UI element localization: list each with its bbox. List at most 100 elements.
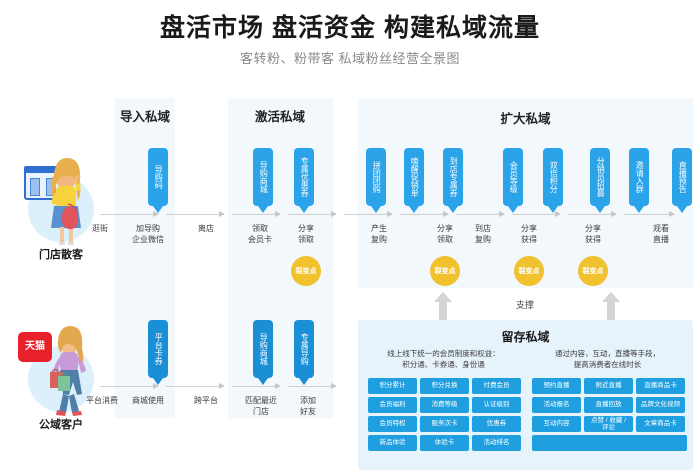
retain-right-chips: 预约直播 附近直播 直播商品卡 活动报名 直播回放 品牌文化视频 互动内容 点赞… [532, 378, 689, 451]
tag-top-2[interactable]: 专属优惠券 [294, 148, 314, 213]
burst-point-2: 裂变点 [514, 256, 544, 286]
step-top-7: 到店 复购 [475, 224, 491, 244]
page-subtitle: 客转粉、粉带客 私域粉丝经营全景图 [239, 51, 461, 66]
chip[interactable]: 附近直播 [584, 378, 633, 394]
chip[interactable]: 点赞 / 收藏 / 评论 [584, 416, 633, 432]
timeline-top-10 [624, 211, 675, 217]
step-top-0: 逛街 [92, 224, 108, 233]
tag-top-3[interactable]: 拼团团购 [366, 148, 386, 213]
page-title: 盘活市场 盘活资金 构建私域流量 [160, 14, 540, 42]
tag-label: 拼团团购 [372, 161, 382, 193]
retain-left-chips: 积分累计 积分兑换 付费会员 会员福利 消费等级 认证级别 会员特权 服务次卡 … [368, 378, 525, 451]
step-bottom-2: 跨平台 [194, 396, 218, 405]
retain-right-desc: 通过内容，互动，直播等手段， 提高消费者在线时长 [555, 349, 660, 370]
step-top-9: 分享 获得 [585, 224, 601, 244]
support-arrow-right [602, 292, 620, 320]
tag-label: 导购商城 [259, 161, 269, 193]
step-top-4: 分享 领取 [298, 224, 314, 244]
burst-point-1: 裂变点 [430, 256, 460, 286]
step-top-10: 观看 直播 [653, 224, 669, 244]
tag-label: 导购码 [154, 165, 164, 189]
step-bottom-4: 添加 好友 [300, 396, 316, 416]
tag-label: 双倍积分 [549, 161, 559, 193]
tag-top-5[interactable]: 到店专属券 [443, 148, 463, 213]
store-awning [24, 166, 60, 173]
chip[interactable]: 预约直播 [532, 378, 581, 394]
chip[interactable]: 直播商品卡 [636, 378, 685, 394]
woman-illustration-offline [51, 158, 81, 245]
persona-offline-label: 门店散客 [39, 249, 83, 261]
timeline-top-8 [512, 211, 561, 217]
chip[interactable]: 品牌文化视频 [636, 397, 685, 413]
burst-point-3: 裂变点 [578, 256, 608, 286]
tag-top-8[interactable]: 分销员招募 [590, 148, 610, 213]
timeline-top-4 [288, 211, 337, 217]
timeline-bottom-1 [100, 383, 159, 389]
chip[interactable]: 积分兑换 [420, 378, 469, 394]
tag-label: 唤醒促销单 [410, 157, 420, 197]
chip[interactable]: 付费会员 [472, 378, 521, 394]
step-top-6: 分享 领取 [437, 224, 453, 244]
burst-point-0: 裂变点 [291, 256, 321, 286]
tag-top-10[interactable]: 直播预告 [672, 148, 692, 213]
timeline-top-5 [344, 211, 393, 217]
chip[interactable]: 新品体验 [368, 435, 417, 451]
panel-title-activate: 激活私域 [254, 110, 305, 124]
tag-top-4[interactable]: 唤醒促销单 [404, 148, 424, 213]
chip[interactable]: 体验卡 [420, 435, 469, 451]
tag-top-6[interactable]: 会员等级 [503, 148, 523, 213]
tag-bottom-0[interactable]: 平台卡券 [148, 320, 168, 385]
chip[interactable]: 服务次卡 [420, 416, 469, 432]
chip[interactable]: 会员福利 [368, 397, 417, 413]
woman-illustration-online [50, 326, 86, 416]
chip[interactable]: 消费等级 [420, 397, 469, 413]
support-label: 支撑 [515, 300, 534, 310]
panel-retain: 留存私域 线上线下统一的会员制度和权益： 积分通、卡券通、身份通 通过内容，互动… [358, 320, 693, 470]
timeline-top-9 [568, 211, 617, 217]
tmall-icon: 天猫 [18, 332, 52, 362]
timeline-bottom-4 [288, 383, 337, 389]
panel-title-expand: 扩大私域 [500, 112, 551, 126]
persona-online: 天猫 公域客户 [6, 310, 116, 431]
tag-bottom-1[interactable]: 导购商城 [253, 320, 273, 385]
timeline-top-7 [456, 211, 505, 217]
timeline-top-2 [166, 211, 225, 217]
step-bottom-0: 平台消费 [86, 396, 118, 405]
chip[interactable]: 优惠券 [472, 416, 521, 432]
tag-label: 导购商城 [259, 333, 269, 365]
step-top-5: 产生 复购 [371, 224, 387, 244]
timeline-bottom-3 [232, 383, 281, 389]
step-top-2: 离店 [198, 224, 214, 233]
timeline-bottom-2 [166, 383, 225, 389]
chip[interactable]: 互动内容 [532, 416, 581, 432]
chip-wide[interactable] [532, 435, 687, 451]
tag-top-1[interactable]: 导购商城 [253, 148, 273, 213]
chip[interactable]: 文章商品卡 [636, 416, 685, 432]
step-bottom-1: 商城使用 [132, 396, 164, 405]
tag-label: 分销员招募 [596, 157, 606, 197]
timeline-top-3 [232, 211, 281, 217]
panel-activate [228, 98, 333, 418]
chip[interactable]: 积分累计 [368, 378, 417, 394]
tag-label: 到店专属券 [449, 157, 459, 197]
tag-label: 专属导购 [300, 333, 310, 365]
chip[interactable]: 活动排名 [472, 435, 521, 451]
step-top-1: 加导购 企业微信 [132, 224, 164, 244]
persona-offline: 门店散客 [6, 140, 116, 261]
tag-top-7[interactable]: 双倍积分 [543, 148, 563, 213]
chip[interactable]: 认证级别 [472, 397, 521, 413]
tag-top-0[interactable]: 导购码 [148, 148, 168, 213]
chip[interactable]: 活动报名 [532, 397, 581, 413]
tag-label: 会员等级 [509, 161, 519, 193]
tag-label: 专属优惠券 [300, 157, 310, 197]
tag-bottom-2[interactable]: 专属导购 [294, 320, 314, 385]
tag-top-9[interactable]: 邀请入群 [629, 148, 649, 213]
chip[interactable]: 直播回放 [584, 397, 633, 413]
panel-title-import: 导入私域 [119, 110, 170, 124]
persona-online-label: 公域客户 [39, 419, 83, 431]
chip[interactable]: 会员特权 [368, 416, 417, 432]
step-bottom-3: 匹配最近 门店 [245, 396, 277, 416]
step-top-8: 分享 获得 [521, 224, 537, 244]
store-door-left [30, 178, 40, 196]
